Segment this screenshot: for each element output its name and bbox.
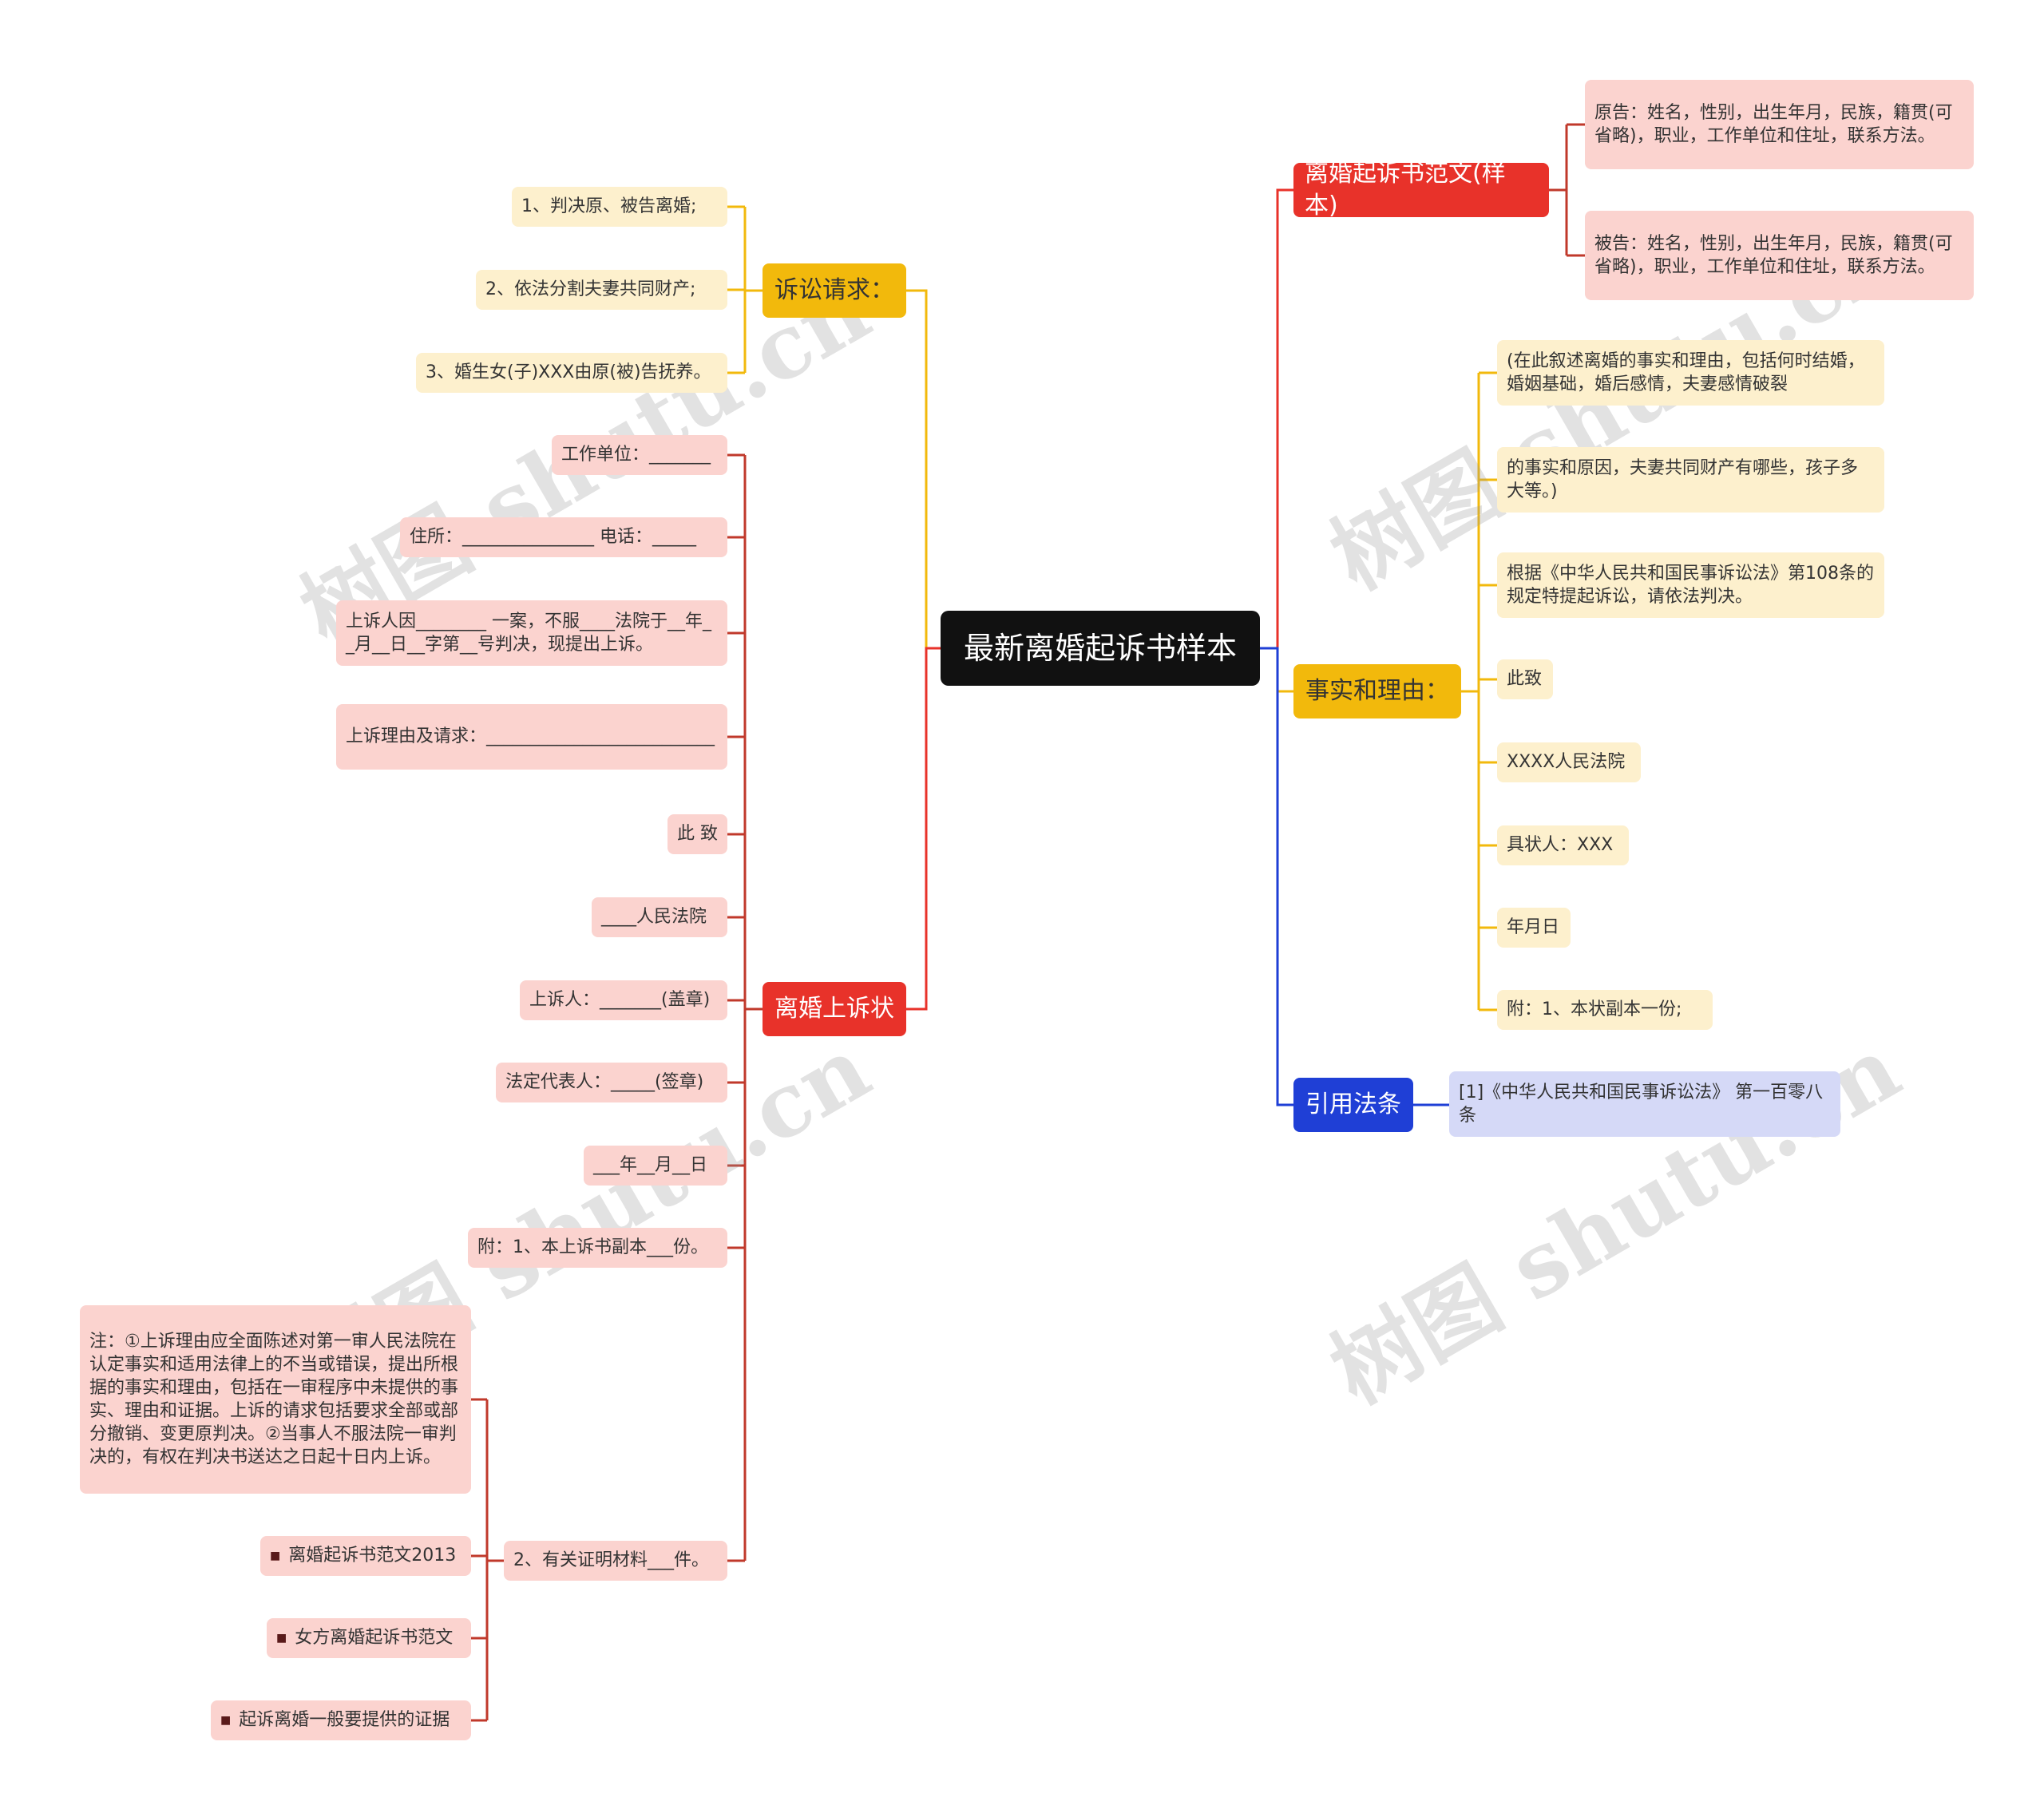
sample-item[interactable]: 被告：姓名，性别，出生年月，民族，籍贯(可省略)，职业，工作单位和住址，联系方法… [1585,211,1974,300]
related-link[interactable]: ■ 离婚起诉书范文2013 [260,1536,471,1576]
root-topic[interactable]: 最新离婚起诉书样本 [941,611,1260,686]
appeal-note[interactable]: 注：①上诉理由应全面陈述对第一审人民法院在认定事实和适用法律上的不当或错误，提出… [80,1305,471,1494]
facts-item[interactable]: 附：1、本状副本一份; [1497,990,1713,1030]
related-link[interactable]: ■ 起诉离婚一般要提供的证据 [211,1700,471,1740]
facts-item[interactable]: 的事实和原因，夫妻共同财产有哪些，孩子多大等。) [1497,447,1884,513]
sample-item[interactable]: 原告：姓名，性别，出生年月，民族，籍贯(可省略)，职业，工作单位和住址，联系方法… [1585,80,1974,169]
root-to-appeal [906,647,941,1011]
litigation-item[interactable]: 2、依法分割夫妻共同财产; [476,270,727,310]
bullet-icon: ■ [270,1549,281,1562]
law-item[interactable]: [1]《中华人民共和国民事诉讼法》 第一百零八条 [1449,1071,1840,1137]
bullet-icon: ■ [220,1713,232,1727]
appeal-item[interactable]: 附：1、本上诉书副本___份。 [468,1228,727,1268]
appeal-item[interactable]: 上诉人：_______(盖章) [520,980,727,1020]
appeal-item[interactable]: 上诉理由及请求：__________________________ [336,704,727,770]
facts-item[interactable]: (在此叙述离婚的事实和理由，包括何时结婚，婚姻基础，婚后感情，夫妻感情破裂 [1497,340,1884,406]
appeal-item[interactable]: 法定代表人：_____(签章) [496,1063,727,1102]
facts-item[interactable]: 根据《中华人民共和国民事诉讼法》第108条的规定特提起诉讼，请依法判决。 [1497,552,1884,618]
appeal-item[interactable]: ____人民法院 [592,897,727,937]
root-to-law [1260,647,1293,1106]
facts-item[interactable]: 此致 [1497,659,1553,699]
appeal-item[interactable]: ___年__月__日 [584,1146,727,1186]
related-link[interactable]: ■ 女方离婚起诉书范文 [267,1618,471,1658]
litigation-item[interactable]: 1、判决原、被告离婚; [512,187,727,227]
branch-facts[interactable]: 事实和理由： [1293,664,1461,718]
related-link-label: 起诉离婚一般要提供的证据 [239,1710,450,1731]
branch-law[interactable]: 引用法条 [1293,1078,1413,1132]
branch-appeal[interactable]: 离婚上诉状 [763,982,906,1036]
root-to-sample [1260,188,1293,650]
branch-litigation[interactable]: 诉讼请求： [763,263,906,318]
facts-item[interactable]: XXXX人民法院 [1497,742,1641,782]
appeal-item[interactable]: 工作单位：_______ [552,435,727,475]
litigation-item[interactable]: 3、婚生女(子)XXX由原(被)告抚养。 [416,353,727,393]
facts-item[interactable]: 具状人：XXX [1497,825,1629,865]
bullet-icon: ■ [276,1631,287,1645]
facts-item[interactable]: 年月日 [1497,908,1571,948]
branch-sample[interactable]: 离婚起诉书范文(样本) [1293,160,1549,220]
root-to-litigation [906,289,941,650]
appeal-item[interactable]: 此 致 [667,814,727,854]
appeal-item[interactable]: 上诉人因________ 一案，不服____法院于__年__月__日__字第__… [336,600,727,666]
related-link-label: 离婚起诉书范文2013 [288,1546,457,1566]
appeal-item-evidence[interactable]: 2、有关证明材料___件。 [504,1541,727,1581]
related-link-label: 女方离婚起诉书范文 [295,1628,454,1649]
appeal-item[interactable]: 住所：_______________ 电话：_____ [400,517,727,557]
